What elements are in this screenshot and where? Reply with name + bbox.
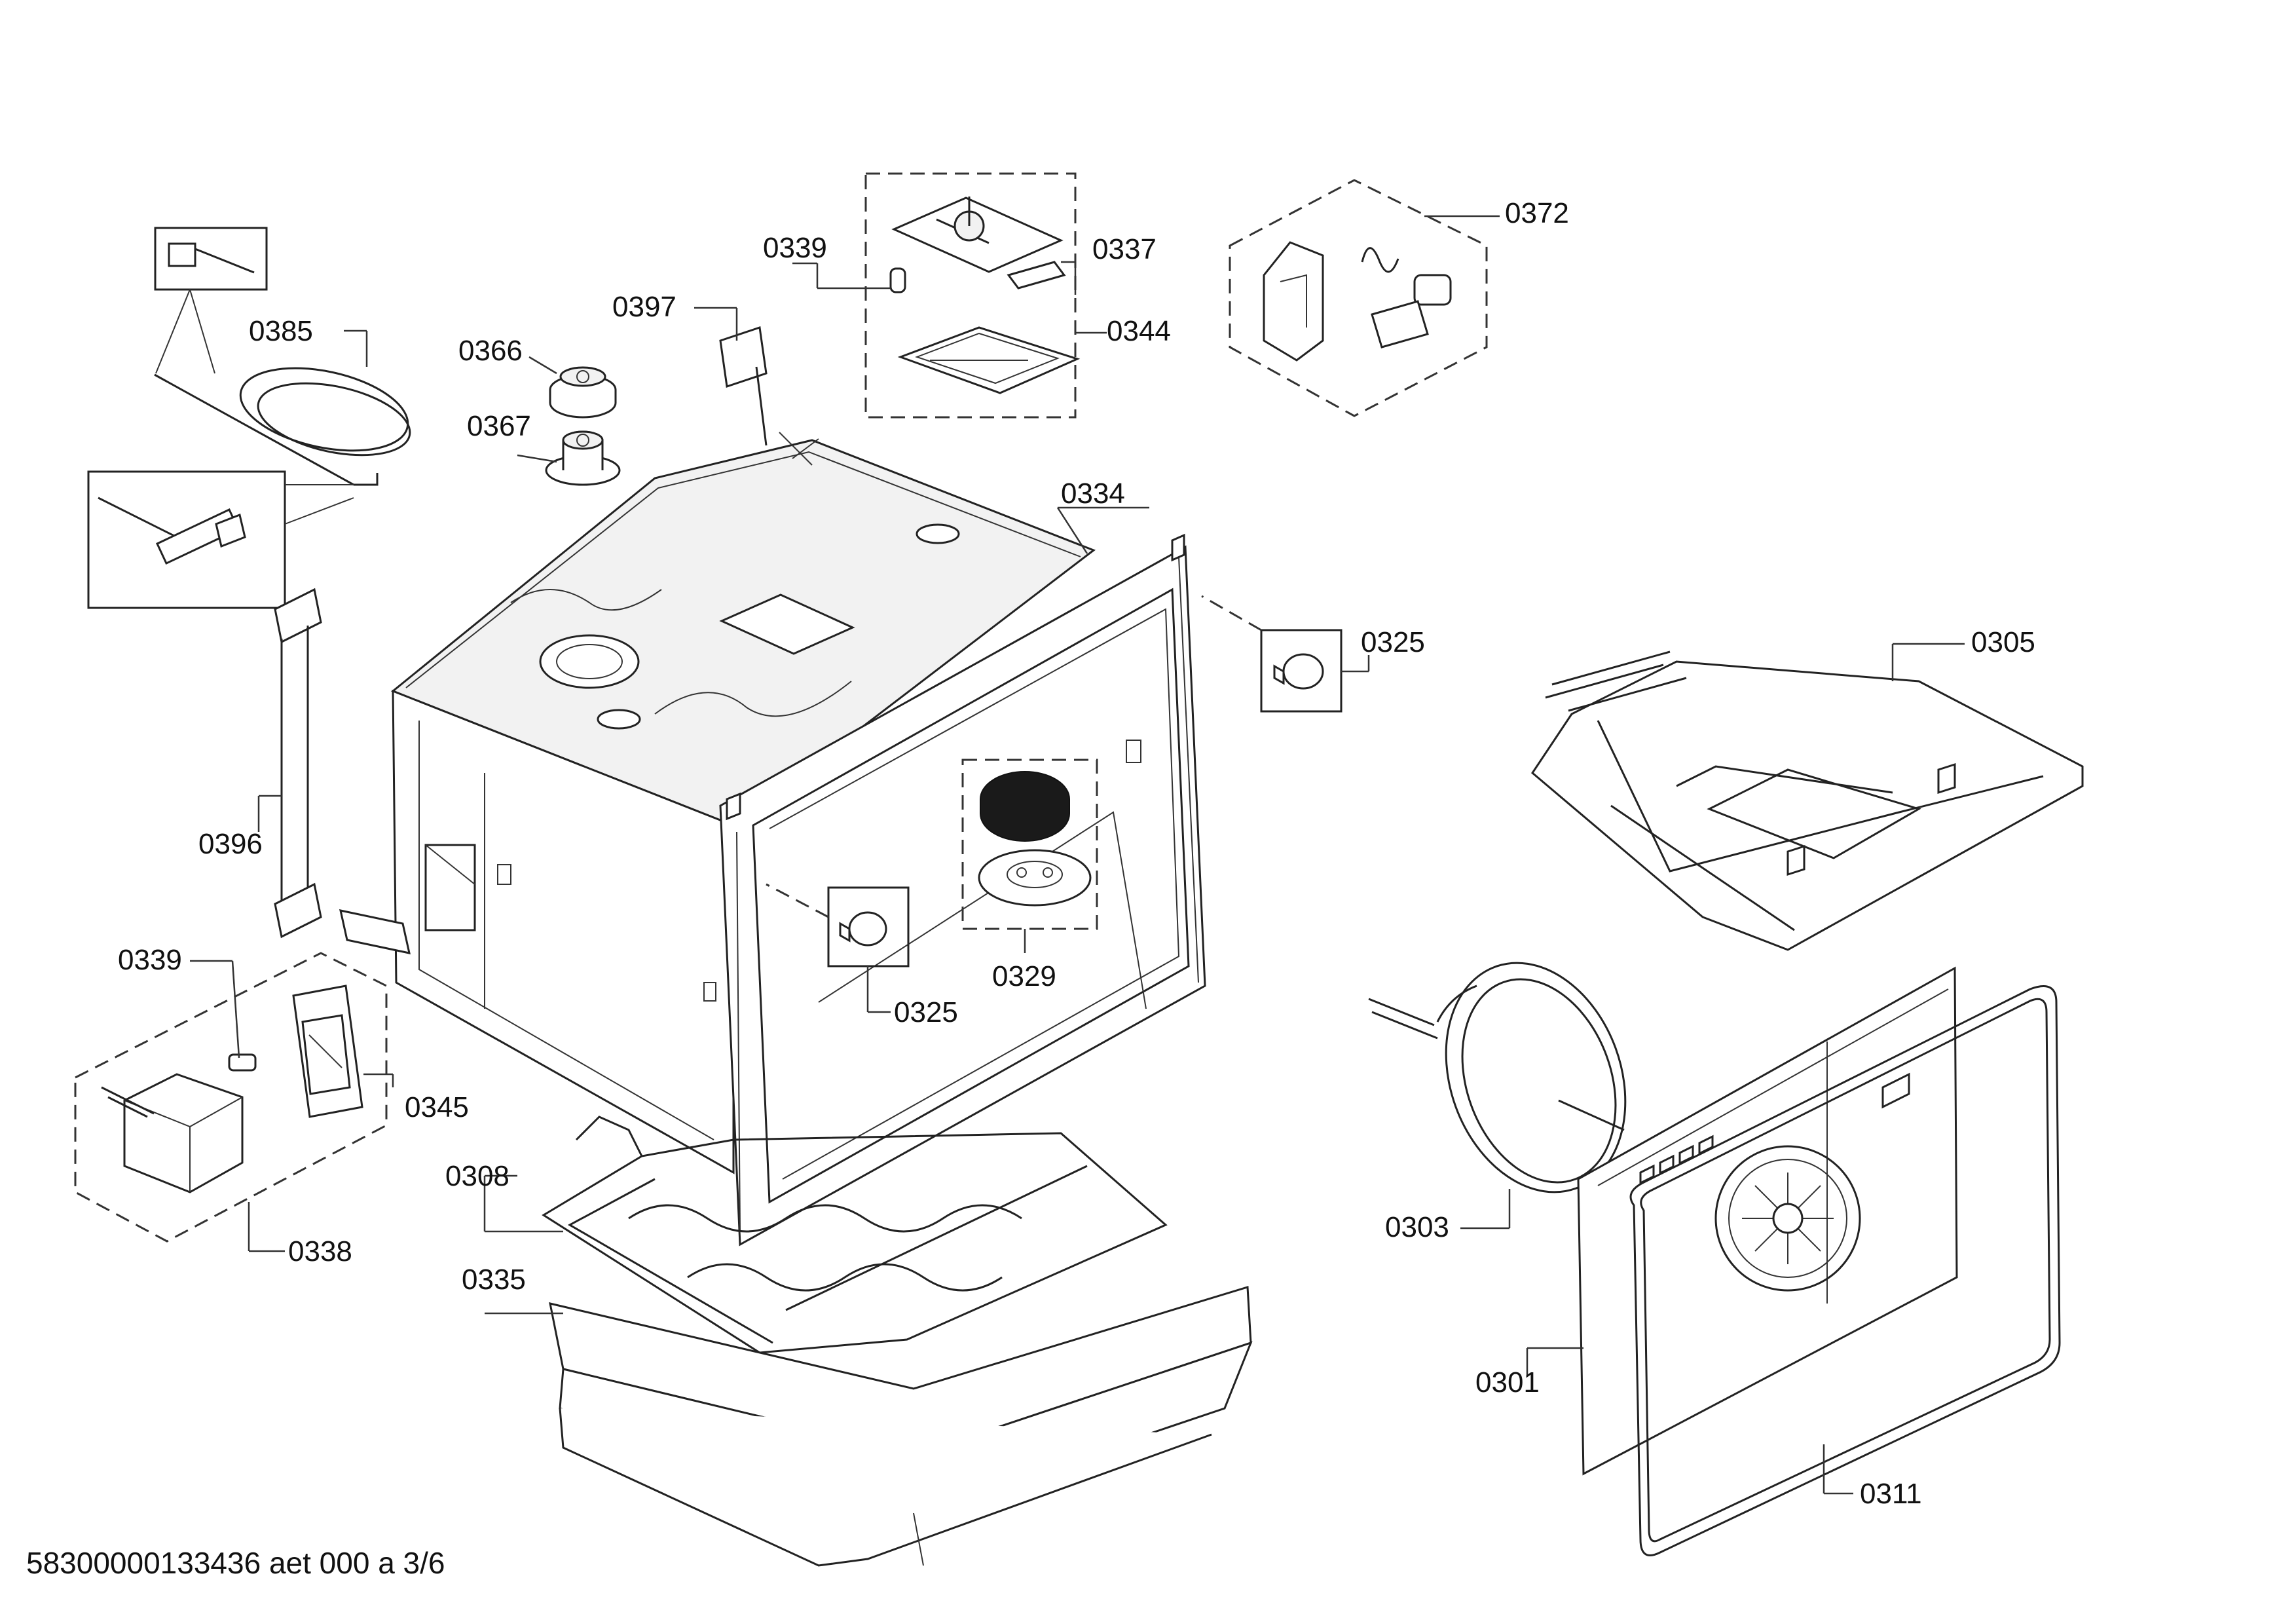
label-0311: 0311 — [1860, 1478, 1922, 1510]
door-gasket — [1629, 985, 2061, 1556]
side-handle — [257, 588, 322, 939]
label-0334: 0334 — [1061, 478, 1125, 510]
lamp-knob-lower — [766, 883, 910, 1013]
rear-panel-with-fan — [1526, 966, 1958, 1476]
label-0396: 0396 — [198, 828, 263, 860]
label-0308: 0308 — [445, 1160, 509, 1192]
fan-cover — [961, 759, 1098, 953]
label-0325-center: 0325 — [894, 996, 958, 1028]
label-0337: 0337 — [1092, 233, 1157, 265]
insulation-mat — [485, 1286, 1253, 1567]
lamp-cover-upper — [528, 356, 617, 419]
label-0339-top: 0339 — [763, 232, 827, 264]
label-0335: 0335 — [462, 1264, 526, 1296]
label-0339-switch: 0339 — [118, 944, 182, 976]
mounting-bracket — [694, 307, 768, 446]
cable-with-probe — [87, 227, 411, 609]
label-0372: 0372 — [1505, 197, 1569, 229]
lamp-assembly — [792, 172, 1107, 419]
label-0329: 0329 — [992, 960, 1056, 992]
label-0325-top: 0325 — [1361, 626, 1425, 658]
label-0301: 0301 — [1475, 1366, 1540, 1398]
lamp-cover-lower — [517, 430, 621, 486]
lamp-knob-upper — [1201, 595, 1370, 713]
label-0305: 0305 — [1971, 626, 2035, 658]
label-0303: 0303 — [1385, 1211, 1449, 1243]
label-0397: 0397 — [612, 291, 676, 323]
broil-heating-element — [1531, 643, 2084, 951]
diagram-code: 58300000133436 aet 000 a 3/6 — [26, 1546, 445, 1580]
door-lock-assembly — [1229, 179, 1500, 417]
bake-heating-element — [483, 1116, 1168, 1354]
convection-ring-element — [1368, 962, 1627, 1229]
label-0366: 0366 — [458, 335, 523, 367]
oven-cavity — [339, 432, 1206, 1247]
label-0345: 0345 — [405, 1091, 469, 1123]
label-0367: 0367 — [467, 410, 531, 442]
label-0385: 0385 — [249, 315, 313, 347]
label-0338: 0338 — [288, 1235, 352, 1267]
switch-assembly — [74, 952, 394, 1252]
label-0344: 0344 — [1107, 315, 1171, 347]
